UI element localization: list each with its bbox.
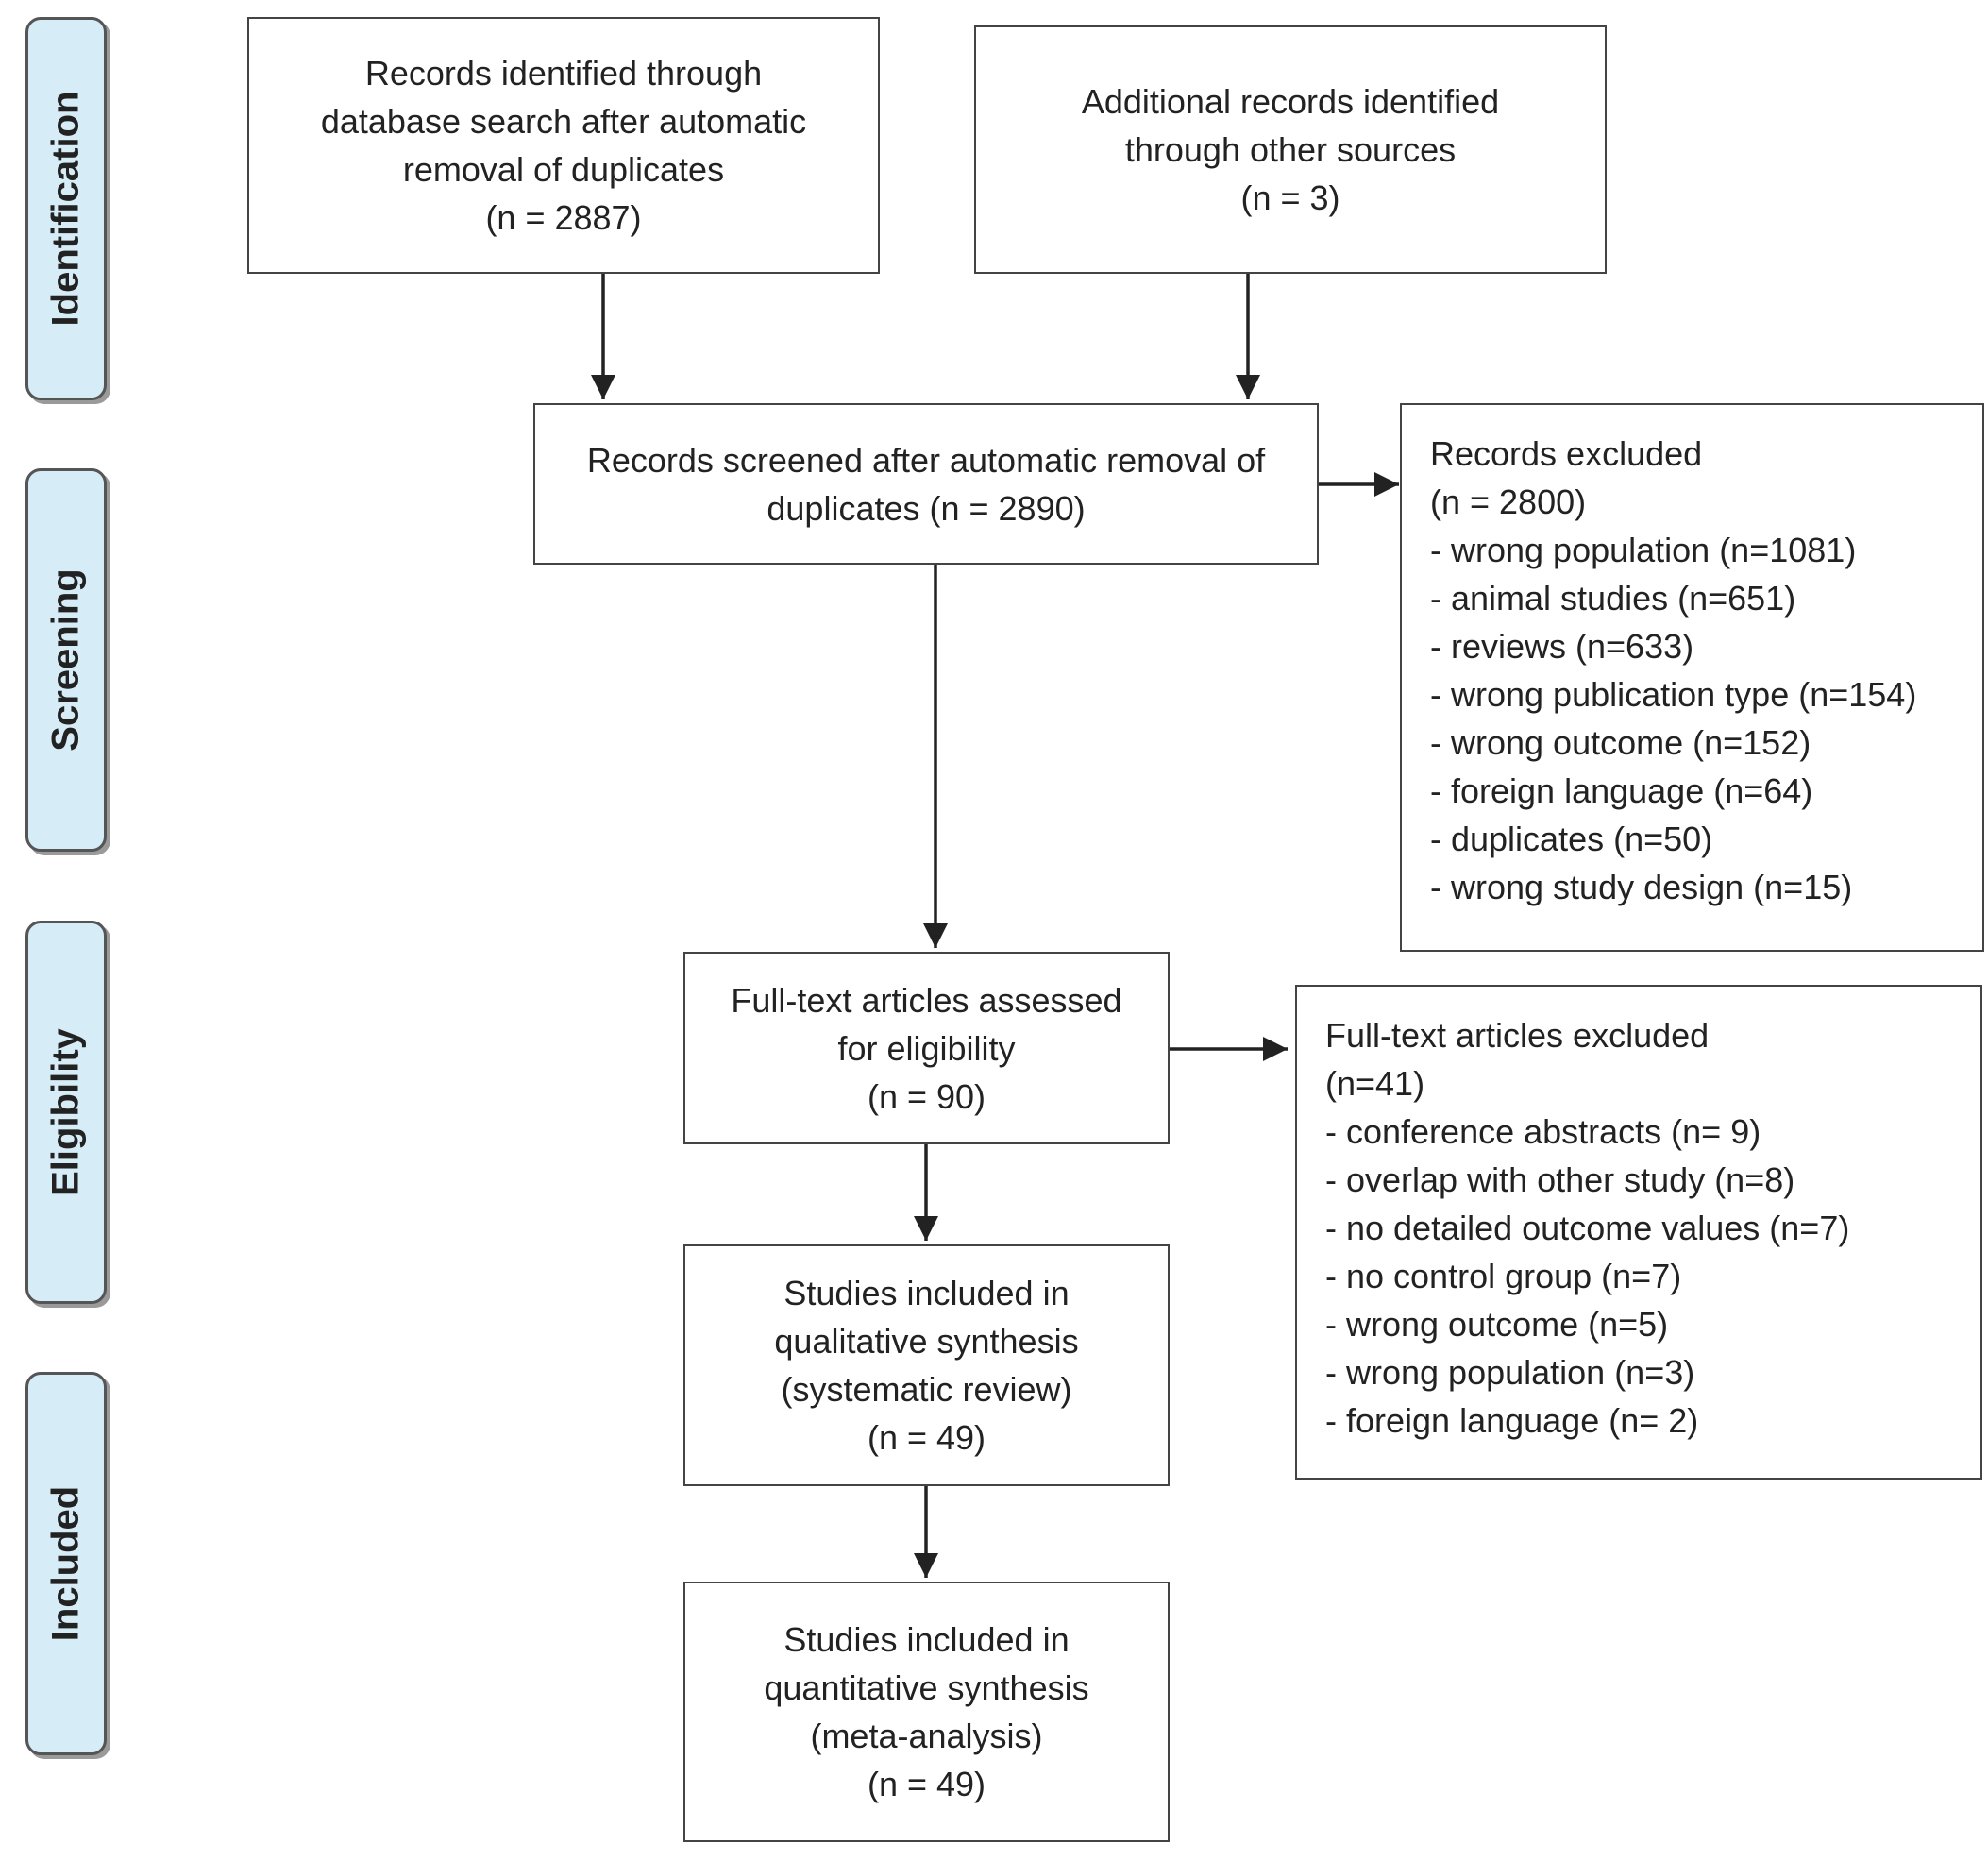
records-excluded-count: (n = 2800) [1430, 482, 1587, 521]
text-line: Full-text articles assessed [731, 980, 1122, 1020]
text-line: (n = 49) [867, 1418, 986, 1457]
box-records-screened: Records screened after automatic removal… [533, 403, 1319, 565]
exclusion-reason: - wrong outcome (n=152) [1430, 723, 1811, 762]
box-quantitative-synthesis: Studies included in quantitative synthes… [683, 1582, 1170, 1842]
text-line: Studies included in [783, 1274, 1070, 1312]
fulltext-excluded-count: (n=41) [1325, 1064, 1425, 1103]
exclusion-reason: - wrong population (n=3) [1325, 1353, 1695, 1392]
exclusion-reason: - wrong population (n=1081) [1430, 531, 1857, 569]
exclusion-reason: - conference abstracts (n= 9) [1325, 1112, 1761, 1151]
exclusion-reason: - reviews (n=633) [1430, 627, 1694, 666]
exclusion-reason: - wrong study design (n=15) [1430, 868, 1853, 906]
text-line: Records identified through [364, 54, 763, 93]
exclusion-reason: - duplicates (n=50) [1430, 820, 1713, 858]
records-excluded-title: Records excluded [1430, 434, 1703, 473]
text-line: duplicates (n = 2890) [767, 488, 1086, 528]
exclusion-reason: - overlap with other study (n=8) [1325, 1160, 1795, 1199]
exclusion-reason: - foreign language (n= 2) [1325, 1401, 1699, 1440]
text-line: (n = 49) [867, 1765, 986, 1803]
box-database-records: Records identified through database sear… [247, 17, 880, 274]
exclusion-reason: - animal studies (n=651) [1430, 579, 1796, 618]
box-records-excluded: Records excluded (n = 2800) - wrong popu… [1400, 403, 1984, 952]
stage-tab-screening: Screening [25, 468, 107, 852]
box-other-records-text: Additional records identified through ot… [1082, 77, 1499, 222]
exclusion-reason: - wrong outcome (n=5) [1325, 1305, 1669, 1344]
box-records-screened-text: Records screened after automatic removal… [587, 436, 1265, 533]
fulltext-excluded-title: Full-text articles excluded [1325, 1016, 1710, 1055]
exclusion-reason: - foreign language (n=64) [1430, 771, 1813, 810]
text-line: qualitative synthesis [774, 1322, 1079, 1361]
box-qualitative-synthesis-text: Studies included in qualitative synthesi… [774, 1269, 1078, 1462]
exclusion-reason: - wrong publication type (n=154) [1430, 675, 1917, 714]
text-line: Records screened after automatic removal… [586, 440, 1266, 480]
stage-tab-eligibility: Eligibility [25, 921, 107, 1304]
exclusion-reason: - no control group (n=7) [1325, 1257, 1682, 1295]
box-database-records-text: Records identified through database sear… [321, 49, 806, 242]
stage-tab-included: Included [25, 1372, 107, 1755]
text-line: Additional records identified [1081, 82, 1500, 121]
box-qualitative-synthesis: Studies included in qualitative synthesi… [683, 1244, 1170, 1486]
stage-tab-identification: Identification [25, 17, 107, 400]
box-fulltext-assessed-text: Full-text articles assessed for eligibil… [731, 976, 1121, 1121]
text-line: removal of duplicates [402, 150, 725, 189]
text-line: Studies included in [783, 1620, 1070, 1659]
text-line: (n = 3) [1240, 178, 1340, 217]
box-fulltext-excluded: Full-text articles excluded (n=41) - con… [1295, 985, 1982, 1480]
text-line: through other sources [1124, 130, 1457, 169]
box-other-records: Additional records identified through ot… [974, 25, 1607, 274]
text-line: for eligibility [837, 1028, 1016, 1068]
text-line: (n = 90) [867, 1076, 986, 1116]
text-line: (n = 2887) [485, 198, 642, 237]
exclusion-reason: - no detailed outcome values (n=7) [1325, 1209, 1850, 1247]
text-line: (meta-analysis) [810, 1717, 1043, 1755]
text-line: database search after automatic [320, 102, 807, 141]
box-quantitative-synthesis-text: Studies included in quantitative synthes… [764, 1616, 1088, 1808]
text-line: quantitative synthesis [764, 1668, 1089, 1707]
box-fulltext-assessed: Full-text articles assessed for eligibil… [683, 952, 1170, 1144]
text-line: (systematic review) [781, 1370, 1072, 1409]
